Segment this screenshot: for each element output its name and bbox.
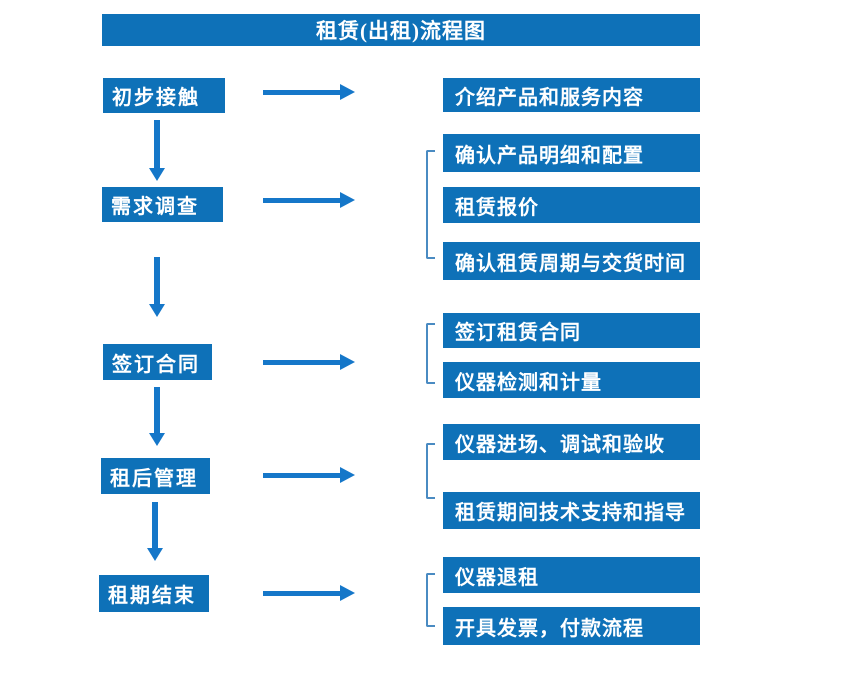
stage-box-lease-end: 租期结束 — [99, 575, 209, 612]
right-arrow-icon — [263, 84, 355, 100]
detail-box-instrument-return: 仪器退租 — [443, 557, 700, 593]
arrow-head — [149, 433, 165, 446]
detail-box-confirm-product-details: 确认产品明细和配置 — [443, 134, 700, 172]
detail-box-sign-rental-contract: 签订租赁合同 — [443, 313, 700, 348]
arrow-head — [147, 548, 163, 561]
down-arrow-icon — [149, 257, 165, 317]
arrow-head — [149, 168, 165, 181]
arrow-head — [149, 304, 165, 317]
right-arrow-icon — [263, 467, 355, 483]
right-arrow-icon — [263, 585, 355, 601]
arrow-stem — [263, 360, 340, 365]
arrow-stem — [263, 473, 340, 478]
detail-box-invoice-payment: 开具发票，付款流程 — [443, 607, 700, 645]
stage-box-sign-contract: 签订合同 — [103, 344, 212, 380]
arrow-head — [340, 467, 355, 483]
group-bracket — [426, 573, 435, 627]
stage-box-post-rental-management: 租后管理 — [101, 458, 210, 494]
detail-box-rental-quote: 租赁报价 — [443, 187, 700, 223]
detail-box-instrument-setup-acceptance: 仪器进场、调试和验收 — [443, 424, 700, 460]
arrow-stem — [263, 591, 340, 596]
down-arrow-icon — [147, 502, 163, 561]
down-arrow-icon — [149, 387, 165, 446]
detail-box-tech-support: 租赁期间技术支持和指导 — [443, 492, 700, 529]
group-bracket — [426, 323, 435, 384]
stage-box-needs-survey: 需求调查 — [102, 187, 223, 222]
group-bracket — [426, 150, 435, 259]
arrow-head — [340, 354, 355, 370]
arrow-stem — [152, 502, 158, 548]
arrow-stem — [263, 90, 340, 95]
diagram-title: 租赁(出租)流程图 — [102, 14, 700, 46]
detail-box-confirm-period-delivery: 确认租赁周期与交货时间 — [443, 242, 700, 280]
arrow-stem — [154, 387, 160, 433]
arrow-stem — [154, 257, 160, 304]
right-arrow-icon — [263, 354, 355, 370]
group-bracket — [426, 443, 435, 499]
detail-box-introduce-products-services: 介绍产品和服务内容 — [443, 78, 700, 112]
arrow-head — [340, 84, 355, 100]
arrow-head — [340, 585, 355, 601]
arrow-head — [340, 192, 355, 208]
stage-box-initial-contact: 初步接触 — [103, 78, 225, 113]
right-arrow-icon — [263, 192, 355, 208]
arrow-stem — [154, 120, 160, 168]
arrow-stem — [263, 198, 340, 203]
down-arrow-icon — [149, 120, 165, 181]
detail-box-instrument-testing: 仪器检测和计量 — [443, 362, 700, 398]
